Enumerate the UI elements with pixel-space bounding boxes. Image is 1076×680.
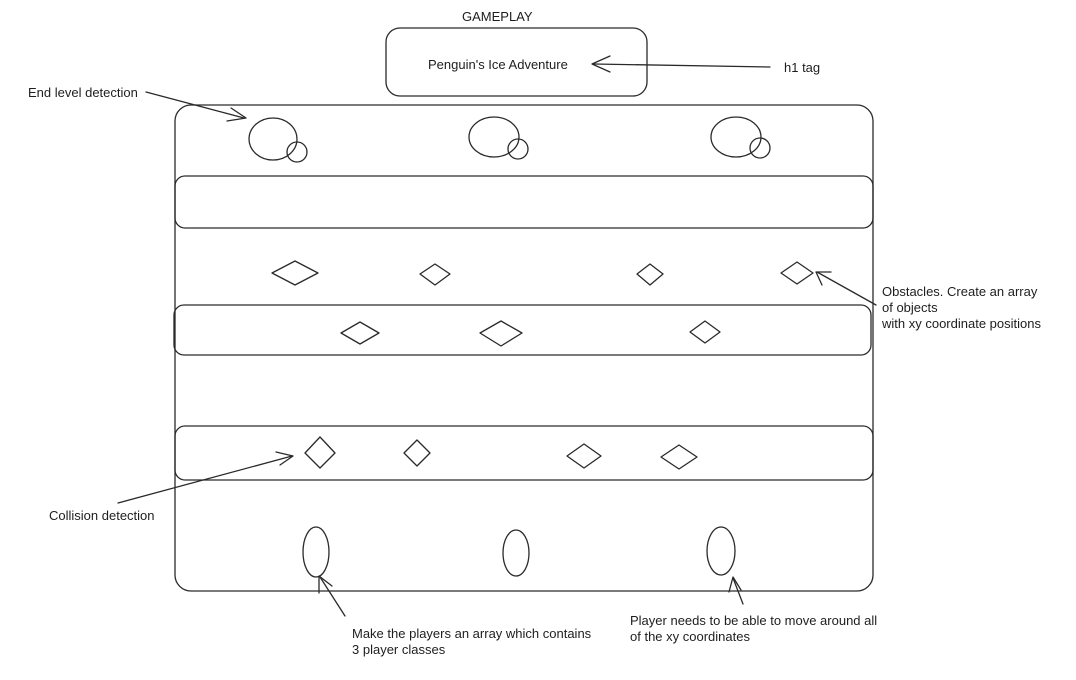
label-players-array-2: 3 player classes <box>352 642 446 657</box>
arrow-players-array <box>318 575 346 617</box>
game-title: Penguin's Ice Adventure <box>428 57 568 72</box>
lane-1 <box>174 175 874 229</box>
obstacle <box>566 443 602 469</box>
section-heading: GAMEPLAY <box>462 9 533 24</box>
arrow-player-move <box>728 576 744 605</box>
player-2 <box>502 529 530 577</box>
lane-2 <box>173 304 872 356</box>
arrow-end-level <box>145 91 247 122</box>
obstacle <box>780 261 814 285</box>
game-board <box>174 104 874 592</box>
arrow-collision <box>117 451 294 504</box>
obstacle <box>660 444 698 470</box>
goal-1 <box>248 117 308 163</box>
obstacle <box>689 320 721 344</box>
label-players-array-1: Make the players an array which contains <box>352 626 592 641</box>
label-obstacles-2: of objects <box>882 300 938 315</box>
obstacle <box>340 321 380 345</box>
label-obstacles-1: Obstacles. Create an array <box>882 284 1038 299</box>
title-box <box>385 27 648 97</box>
obstacle <box>403 439 431 467</box>
label-obstacles-3: with xy coordinate positions <box>882 316 1041 331</box>
player-3 <box>706 526 736 576</box>
arrow-obstacles <box>815 271 877 306</box>
label-player-move-2: of the xy coordinates <box>630 629 750 644</box>
label-player-move-1: Player needs to be able to move around a… <box>630 613 878 628</box>
player-1 <box>302 526 330 578</box>
obstacle <box>419 263 451 286</box>
lane-3 <box>174 425 874 481</box>
obstacle <box>636 263 664 286</box>
obstacle <box>271 260 319 286</box>
label-end-level: End level detection <box>28 85 138 100</box>
arrow-h1-tag <box>591 55 771 73</box>
label-h1-tag: h1 tag <box>784 60 821 75</box>
goal-2 <box>468 116 529 160</box>
label-collision: Collision detection <box>49 508 155 523</box>
obstacle <box>479 320 523 347</box>
obstacle <box>304 436 336 469</box>
goal-3 <box>710 116 771 159</box>
